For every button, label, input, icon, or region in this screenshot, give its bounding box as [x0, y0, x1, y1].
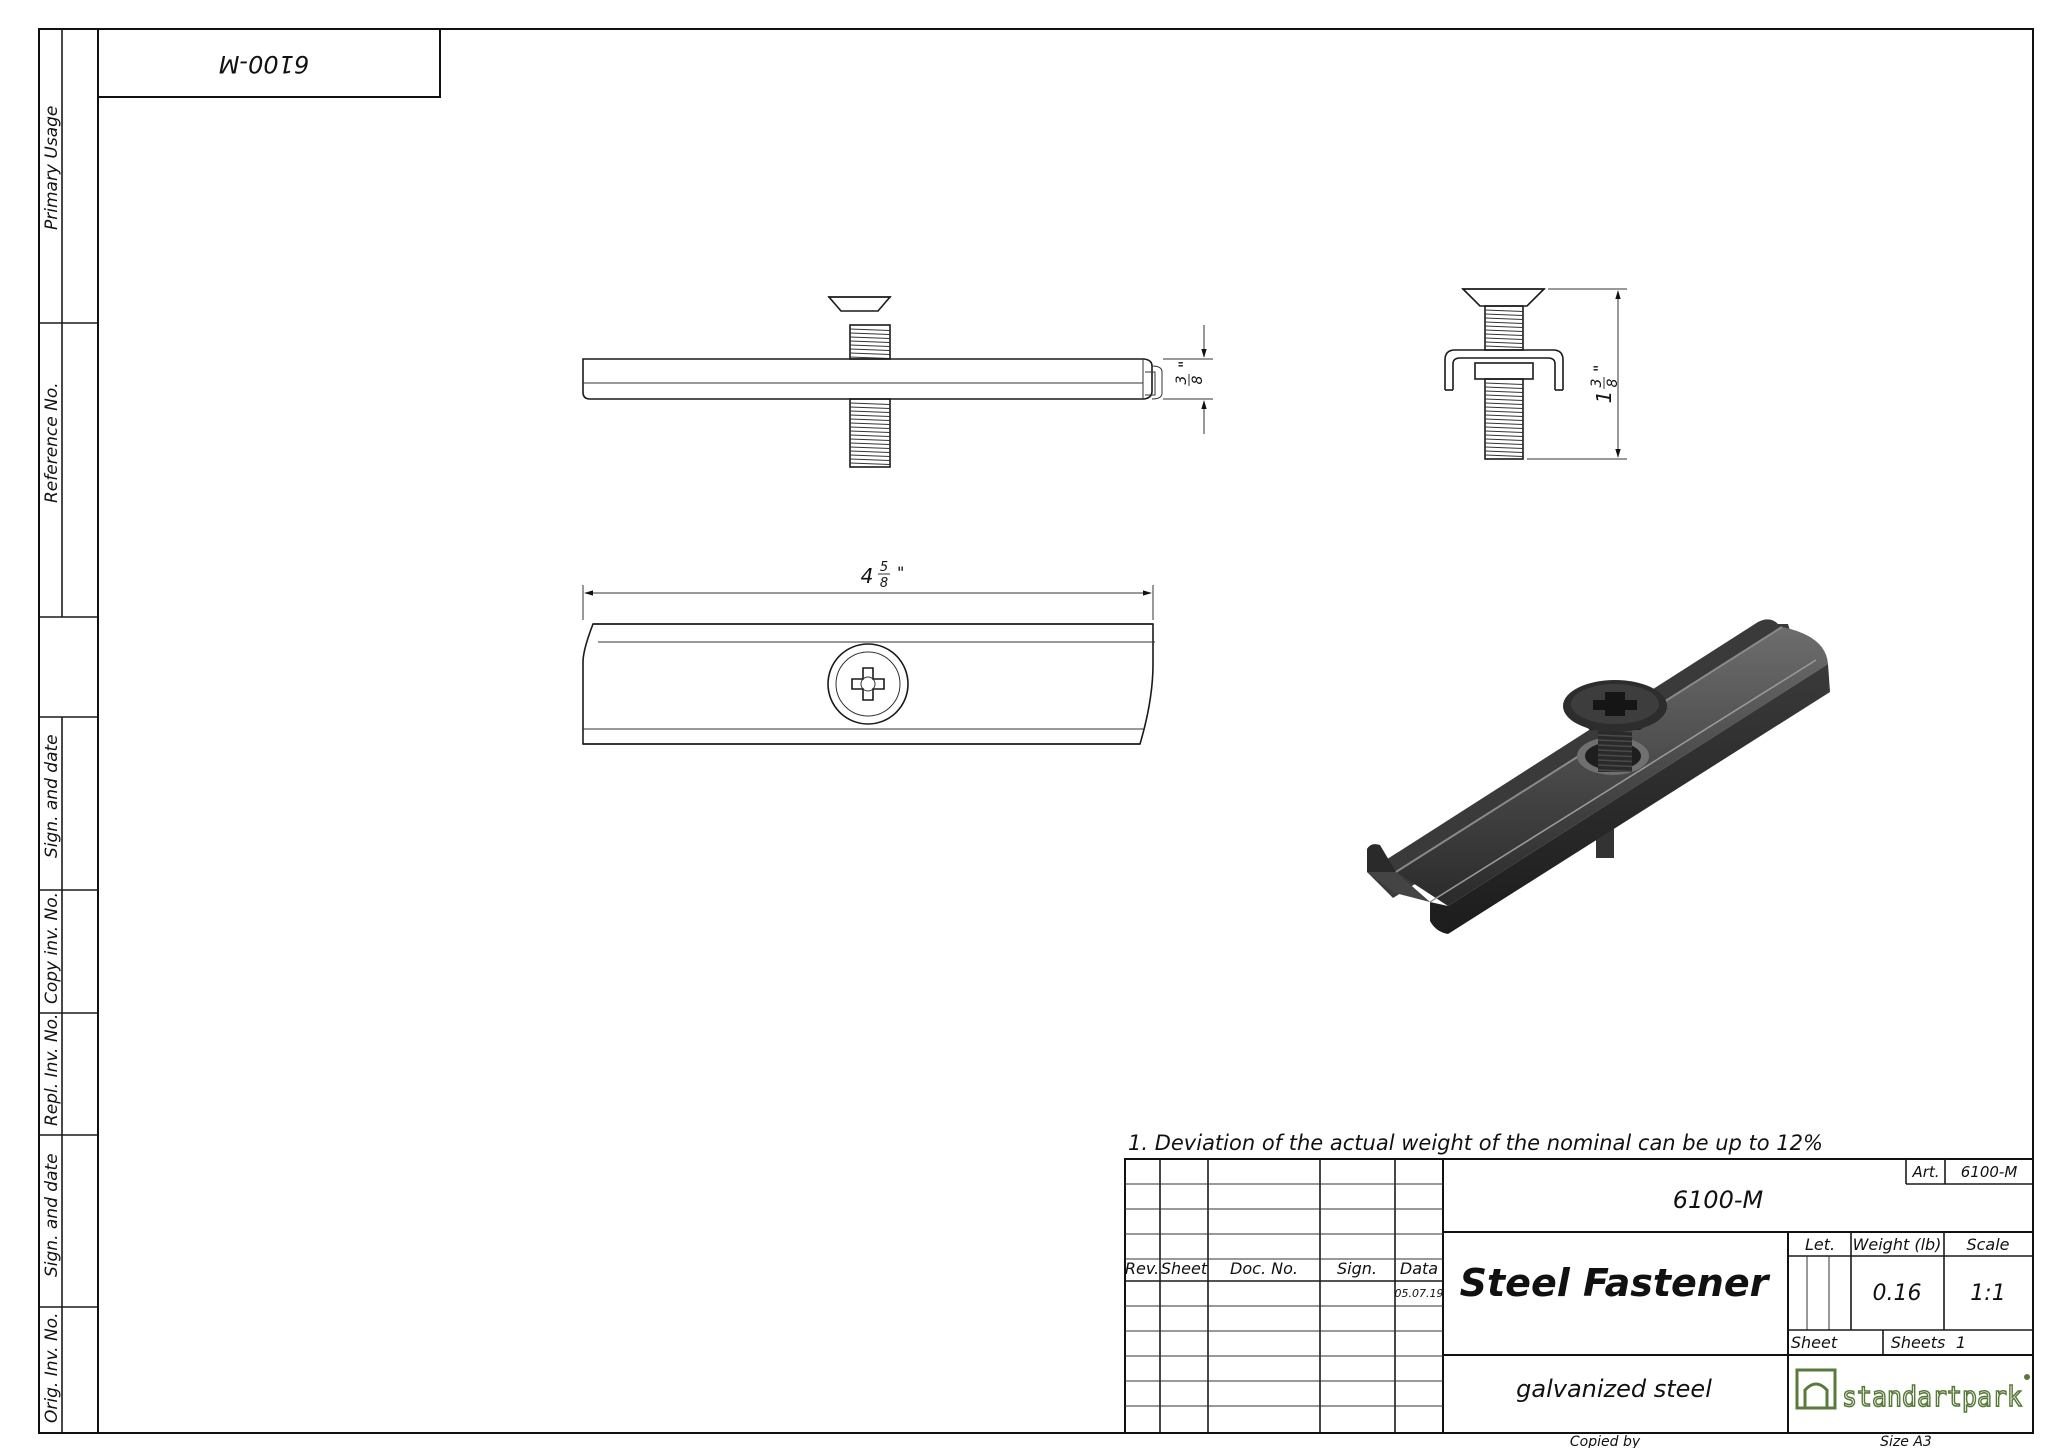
front-view [582, 296, 1163, 468]
standartpark-logo: standartpark [1795, 1368, 2030, 1414]
side-label-repl-inv-no: Repl. Inv. No. [42, 1014, 62, 1126]
dim-height-small: 3 8 " [1163, 325, 1213, 434]
scale-value: 1:1 [1970, 1281, 2005, 1306]
sheet-label: Sheet [1791, 1333, 1838, 1352]
dim-height-small-num: 3 [1174, 376, 1190, 385]
drawing-title: Steel Fastener [1460, 1261, 1771, 1305]
top-code-text: 6100-M [218, 50, 309, 78]
top-view [582, 623, 1155, 745]
dim-length-unit: " [897, 563, 904, 582]
weight-value: 0.16 [1873, 1281, 1922, 1306]
rev-header-data: Data [1400, 1259, 1438, 1278]
dim-total-height-den: 8 [1605, 378, 1621, 387]
sheets-label: Sheets [1891, 1333, 1946, 1352]
art-value: 6100-M [1961, 1163, 2018, 1181]
weight-label: Weight (lb) [1853, 1235, 1942, 1254]
top-code-box [97, 28, 441, 98]
rev-header-doc-no: Doc. No. [1230, 1259, 1298, 1278]
rev-header-sign: Sign. [1337, 1259, 1377, 1278]
material: galvanized steel [1516, 1375, 1712, 1403]
side-label-sign-date-2: Sign. and date [42, 1153, 62, 1277]
dim-total-height: 1 3 8 " [1527, 288, 1627, 460]
dim-length-whole: 4 [861, 564, 874, 588]
side-label-reference-no: Reference No. [42, 382, 62, 503]
scale-label: Scale [1966, 1235, 2009, 1254]
rev-date: 05.07.19 [1395, 1287, 1444, 1300]
dim-length: 4 5 8 " [582, 560, 1154, 620]
dim-length-den: 8 [880, 576, 888, 591]
side-label-sign-date-1: Sign. and date [42, 734, 62, 858]
copied-by: Copied by [1570, 1434, 1641, 1448]
dim-total-height-num: 3 [1589, 379, 1605, 388]
rev-header-rev: Rev. [1125, 1259, 1159, 1278]
side-label-primary-usage: Primary Usage [42, 106, 62, 230]
dim-total-height-whole: 1 [1592, 391, 1616, 404]
dim-height-small-den: 8 [1190, 375, 1206, 384]
side-label-copy-inv-no: Copy inv. No. [42, 892, 62, 1004]
dim-total-height-unit: " [1590, 365, 1609, 372]
sheets-value: 1 [1956, 1333, 1966, 1352]
title-block: Rev. Sheet Doc. No. Sign. Data 05.07.19 … [1124, 1158, 2034, 1448]
isometric-render [1367, 619, 1830, 934]
art-label: Art. [1911, 1163, 1939, 1181]
side-view [1444, 288, 1564, 460]
size-label: Size A3 [1880, 1434, 1932, 1448]
side-label-orig-inv-no: Orig. Inv. No. [42, 1313, 62, 1423]
let-label: Let. [1805, 1235, 1835, 1254]
logo-text: standartpark [1842, 1380, 2022, 1413]
dim-length-num: 5 [880, 560, 888, 575]
dim-height-small-unit: " [1175, 361, 1194, 368]
weight-note: 1. Deviation of the actual weight of the… [1128, 1131, 1823, 1155]
rev-header-sheet: Sheet [1161, 1259, 1208, 1278]
doc-code: 6100-M [1673, 1186, 1764, 1214]
